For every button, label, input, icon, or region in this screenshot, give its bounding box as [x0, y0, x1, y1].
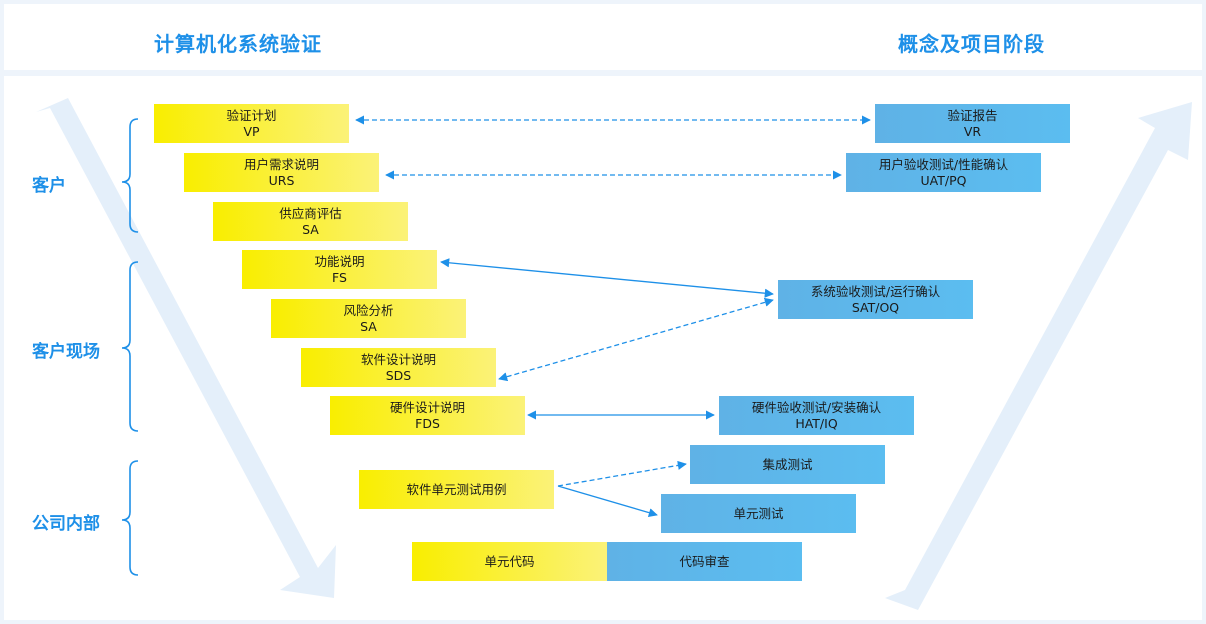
bracket-customer [121, 118, 139, 233]
group-label-customer: 客户 [32, 176, 66, 196]
box-sds: 软件设计说明 SDS [301, 348, 496, 387]
box-vr-name: 验证报告 [947, 107, 998, 123]
arrow-fs-sat [440, 258, 774, 298]
box-uat-pq-name: 用户验收测试/性能确认 [878, 156, 1009, 172]
box-unit-test-name: 单元测试 [733, 505, 784, 521]
box-fds-abbr: FDS [415, 415, 440, 431]
box-fds-name: 硬件设计说明 [389, 399, 465, 415]
box-vp-abbr: VP [243, 123, 260, 139]
box-unit-code-name: 单元代码 [484, 553, 535, 569]
box-urs: 用户需求说明 URS [184, 153, 379, 192]
box-hat-iq-abbr: HAT/IQ [795, 415, 838, 431]
box-code-review-name: 代码审查 [679, 553, 730, 569]
right-title: 概念及项目阶段 [898, 32, 1045, 56]
group-label-customer-site: 客户现场 [32, 342, 100, 362]
box-sa-risk-abbr: SA [360, 318, 377, 334]
box-fs-abbr: FS [332, 269, 347, 285]
box-hat-iq: 硬件验收测试/安装确认 HAT/IQ [719, 396, 914, 435]
box-urs-name: 用户需求说明 [243, 156, 319, 172]
box-fs: 功能说明 FS [242, 250, 437, 289]
arrow-test-unit [557, 485, 658, 518]
box-sat-oq-name: 系统验收测试/运行确认 [810, 283, 941, 299]
box-sa-risk-name: 风险分析 [343, 302, 394, 318]
box-fs-name: 功能说明 [314, 253, 365, 269]
box-unit-code: 单元代码 [412, 542, 607, 581]
box-sds-abbr: SDS [385, 367, 412, 383]
box-integration-test: 集成测试 [690, 445, 885, 484]
group-label-internal: 公司内部 [32, 514, 100, 534]
left-title: 计算机化系统验证 [154, 32, 322, 56]
up-arrow-background [885, 102, 1192, 610]
down-arrow-background [36, 98, 336, 598]
box-vr: 验证报告 VR [875, 104, 1070, 143]
box-sa-supplier: 供应商评估 SA [213, 202, 408, 241]
bracket-internal [121, 460, 139, 576]
box-unit-test-cases: 软件单元测试用例 [359, 470, 554, 509]
arrow-sds-sat [498, 297, 774, 382]
box-sa-risk: 风险分析 SA [271, 299, 466, 338]
box-vp-name: 验证计划 [226, 107, 277, 123]
box-sat-oq-abbr: SAT/OQ [851, 299, 900, 315]
box-unit-test-cases-name: 软件单元测试用例 [406, 481, 507, 497]
box-fds: 硬件设计说明 FDS [330, 396, 525, 435]
header-bar: 计算机化系统验证 概念及项目阶段 [4, 4, 1202, 70]
box-uat-pq: 用户验收测试/性能确认 UAT/PQ [846, 153, 1041, 192]
box-vp: 验证计划 VP [154, 104, 349, 143]
arrow-test-integration [557, 460, 687, 487]
box-hat-iq-name: 硬件验收测试/安装确认 [751, 399, 882, 415]
box-sds-name: 软件设计说明 [360, 351, 436, 367]
box-sa-supplier-abbr: SA [302, 221, 319, 237]
box-unit-test: 单元测试 [661, 494, 856, 533]
bracket-customer-site [121, 261, 139, 432]
box-vr-abbr: VR [963, 123, 982, 139]
box-urs-abbr: URS [268, 172, 295, 188]
box-integration-test-name: 集成测试 [762, 456, 813, 472]
box-uat-pq-abbr: UAT/PQ [920, 172, 967, 188]
box-sat-oq: 系统验收测试/运行确认 SAT/OQ [778, 280, 973, 319]
box-sa-supplier-name: 供应商评估 [279, 205, 342, 221]
box-code-review: 代码审查 [607, 542, 802, 581]
